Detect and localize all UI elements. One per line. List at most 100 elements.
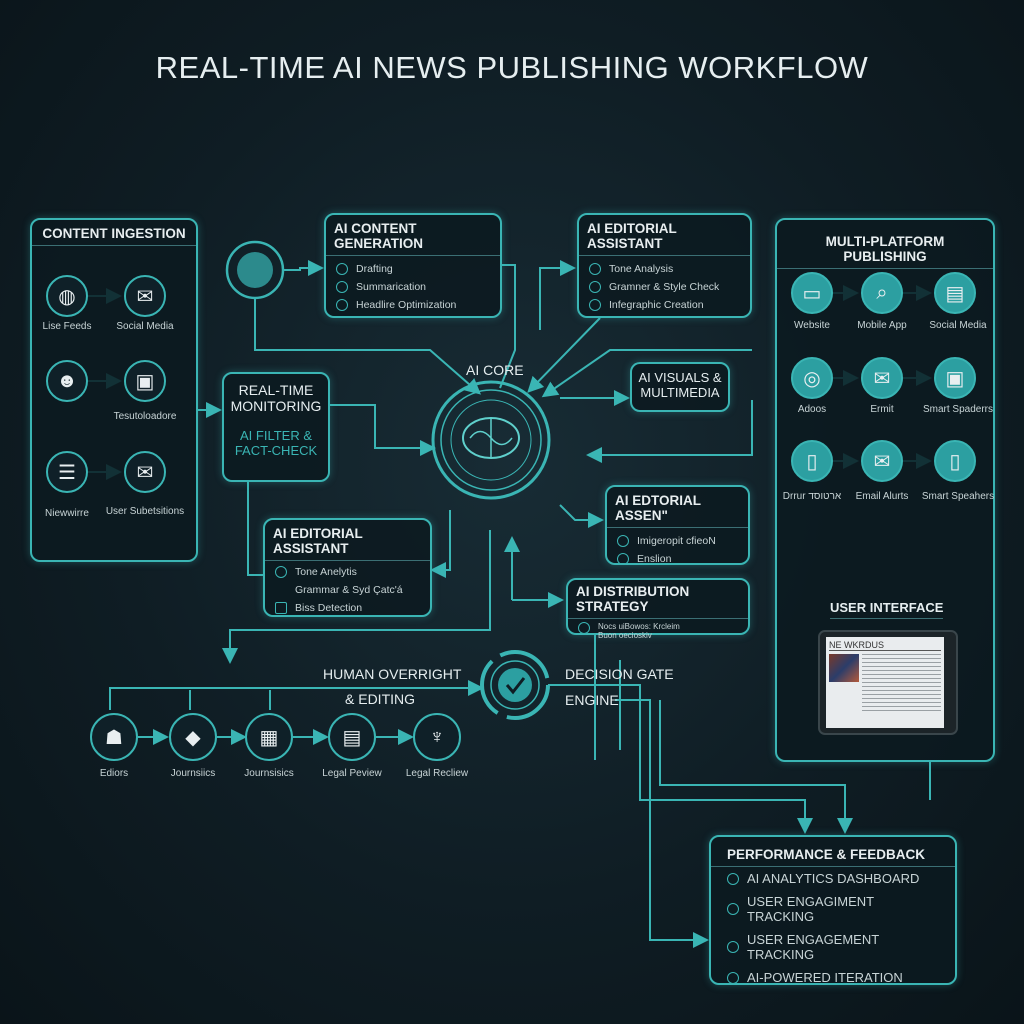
ai-visuals-panel: AI VISUALS & MULTIMEDIA — [630, 362, 730, 412]
item-label: Tone Anelytis — [295, 566, 357, 578]
ai-core-label: AI CORE — [466, 362, 524, 378]
target-icon — [727, 872, 739, 885]
style-icon — [589, 281, 601, 293]
panel-heading: AI DISTRIBUTION STRATEGY — [568, 584, 748, 619]
news-photo — [829, 654, 859, 682]
source-label: Social Media — [116, 321, 174, 332]
editors-icon: ☗ — [90, 713, 138, 761]
panel-heading: AI CONTENT GENERATION — [326, 221, 500, 256]
target-icon — [727, 903, 739, 915]
phone-icon: ▯ — [934, 440, 976, 482]
list-item: Headlire Optimization — [326, 296, 500, 314]
item-label: USER ENGAGEMENT TRACKING — [747, 932, 879, 962]
legal-review-icon: ♆ — [413, 713, 461, 761]
list-item: Tone Analysis — [579, 260, 750, 278]
list-item: Tone Anelytis — [265, 563, 430, 581]
list-item: USER ENGAGIMENT TRACKING — [711, 890, 955, 928]
chat-icon: ▣ — [124, 360, 166, 402]
list-item: Grammar & Syd Çatc'á — [265, 581, 430, 599]
channel-label: Drrur ארטוסד — [782, 491, 842, 502]
social-media-icon: ▤ — [934, 272, 976, 314]
list-item: Infegraphic Creation — [579, 296, 750, 314]
panel-heading: CONTENT INGESTION — [32, 226, 196, 246]
list-item: Drafting — [326, 260, 500, 278]
reviewer-label: Journsisics — [244, 768, 294, 779]
ai-core-rings — [225, 240, 551, 720]
document-icon — [275, 602, 287, 614]
item-label: AI-POWERED ITERATION — [747, 970, 903, 985]
panel-heading: AI EDITORIAL ASSISTANT — [265, 526, 430, 561]
tone-icon — [275, 566, 287, 578]
email-alert-icon: ✉ — [861, 440, 903, 482]
reviewer-label: Journsiics — [170, 768, 216, 779]
channel-label: Social Media — [929, 320, 987, 331]
reviewer-label: Ediors — [99, 768, 129, 779]
website-icon: ▭ — [791, 272, 833, 314]
item-label: Grammar & Syd Çatc'á — [295, 584, 403, 596]
ai-editorial-assistant-top-panel: AI EDITORIAL ASSISTANT Tone Analysis Gra… — [577, 213, 752, 318]
reviewer-label: Legal Peview — [322, 768, 382, 779]
list-item: Imigeropit cfieoN — [607, 532, 748, 550]
journalists-icon: ▦ — [245, 713, 293, 761]
news-text — [862, 654, 941, 712]
news-masthead: NE WKRDUS — [829, 640, 941, 651]
channel-label: Adoos — [797, 404, 827, 415]
item-label: Buon oecioskiv — [598, 631, 652, 640]
panel-heading: MULTIMEDIA — [640, 385, 720, 400]
list-item: Summarication — [326, 278, 500, 296]
email-icon: ✉ — [861, 357, 903, 399]
headline-icon — [336, 299, 348, 311]
ai-distribution-strategy-panel: AI DISTRIBUTION STRATEGY Nocs uiBowos: K… — [566, 578, 750, 640]
tablet-preview: NE WKRDUS — [818, 630, 958, 735]
item-label: Tone Analysis — [609, 263, 674, 275]
list-item: AI ANALYTICS DASHBOARD — [711, 867, 955, 890]
panel-heading: PERFORMANCE & FEEDBACK — [711, 847, 955, 867]
page-title: REAL-TIME AI NEWS PUBLISHING WORKFLOW — [155, 50, 869, 85]
smart-speaker-icon: ▣ — [934, 357, 976, 399]
globe-icon: ◍ — [46, 275, 88, 317]
tone-icon — [589, 263, 601, 275]
real-time-monitoring-panel: REAL-TIME MONITORING AI FILTER & FACT-CH… — [222, 372, 330, 482]
list-item: Biss Detection — [265, 599, 430, 617]
filter-label: FACT-CHECK — [234, 443, 318, 458]
channel-label: Ermit — [870, 404, 894, 415]
globe-icon — [237, 252, 273, 288]
human-oversight-label: HUMAN OVERRIGHT — [323, 666, 462, 682]
summary-icon — [336, 281, 348, 293]
decision-gate-label: DECISION GATE — [565, 666, 674, 682]
list-item: Gramner & Style Check — [579, 278, 750, 296]
item-label: AI ANALYTICS DASHBOARD — [747, 871, 920, 886]
ads-icon: ◎ — [791, 357, 833, 399]
panel-heading: MULTI-PLATFORM PUBLISHING — [777, 234, 993, 269]
monitoring-title: MONITORING — [230, 398, 322, 414]
item-label: Infegraphic Creation — [609, 299, 704, 311]
ai-editorial-assent-panel: AI EDTORIAL ASSEN" Imigeropit cfieoN Ens… — [605, 485, 750, 565]
user-icon: ☻ — [46, 360, 88, 402]
source-label: User Subetsitions — [105, 506, 185, 517]
journalists-icon: ◆ — [169, 713, 217, 761]
news-screen: NE WKRDUS — [826, 637, 944, 728]
item-label: Headlire Optimization — [356, 299, 457, 311]
channel-label: Mobile App — [857, 320, 907, 331]
list-item: AI-POWERED ITERATION — [711, 966, 955, 989]
check-badge-icon — [498, 668, 532, 702]
item-label: USER ENGAGIMENT TRACKING — [747, 894, 874, 924]
user-interface-heading: USER INTERFACE — [830, 600, 944, 619]
panel-heading: AI VISUALS & — [638, 370, 722, 385]
tablet-icon: ▯ — [791, 440, 833, 482]
item-label: Summarication — [356, 281, 427, 293]
item-label: Gramner & Style Check — [609, 281, 720, 293]
extension-icon — [617, 553, 629, 565]
item-label: Biss Detection — [295, 602, 363, 614]
channel-label: Smart Spaderrs — [922, 404, 994, 415]
strategy-icon — [578, 622, 590, 634]
list-item: USER ENGAGEMENT TRACKING — [711, 928, 955, 966]
source-label: Lise Feeds — [42, 321, 92, 332]
filter-label: AI FILTER & — [240, 428, 312, 443]
legal-review-icon: ▤ — [328, 713, 376, 761]
newswire-icon: ☰ — [46, 451, 88, 493]
mobile-app-icon: ⌕ — [861, 272, 903, 314]
human-oversight-label: & EDITING — [345, 691, 416, 707]
monitoring-title: REAL-TIME — [238, 382, 314, 398]
